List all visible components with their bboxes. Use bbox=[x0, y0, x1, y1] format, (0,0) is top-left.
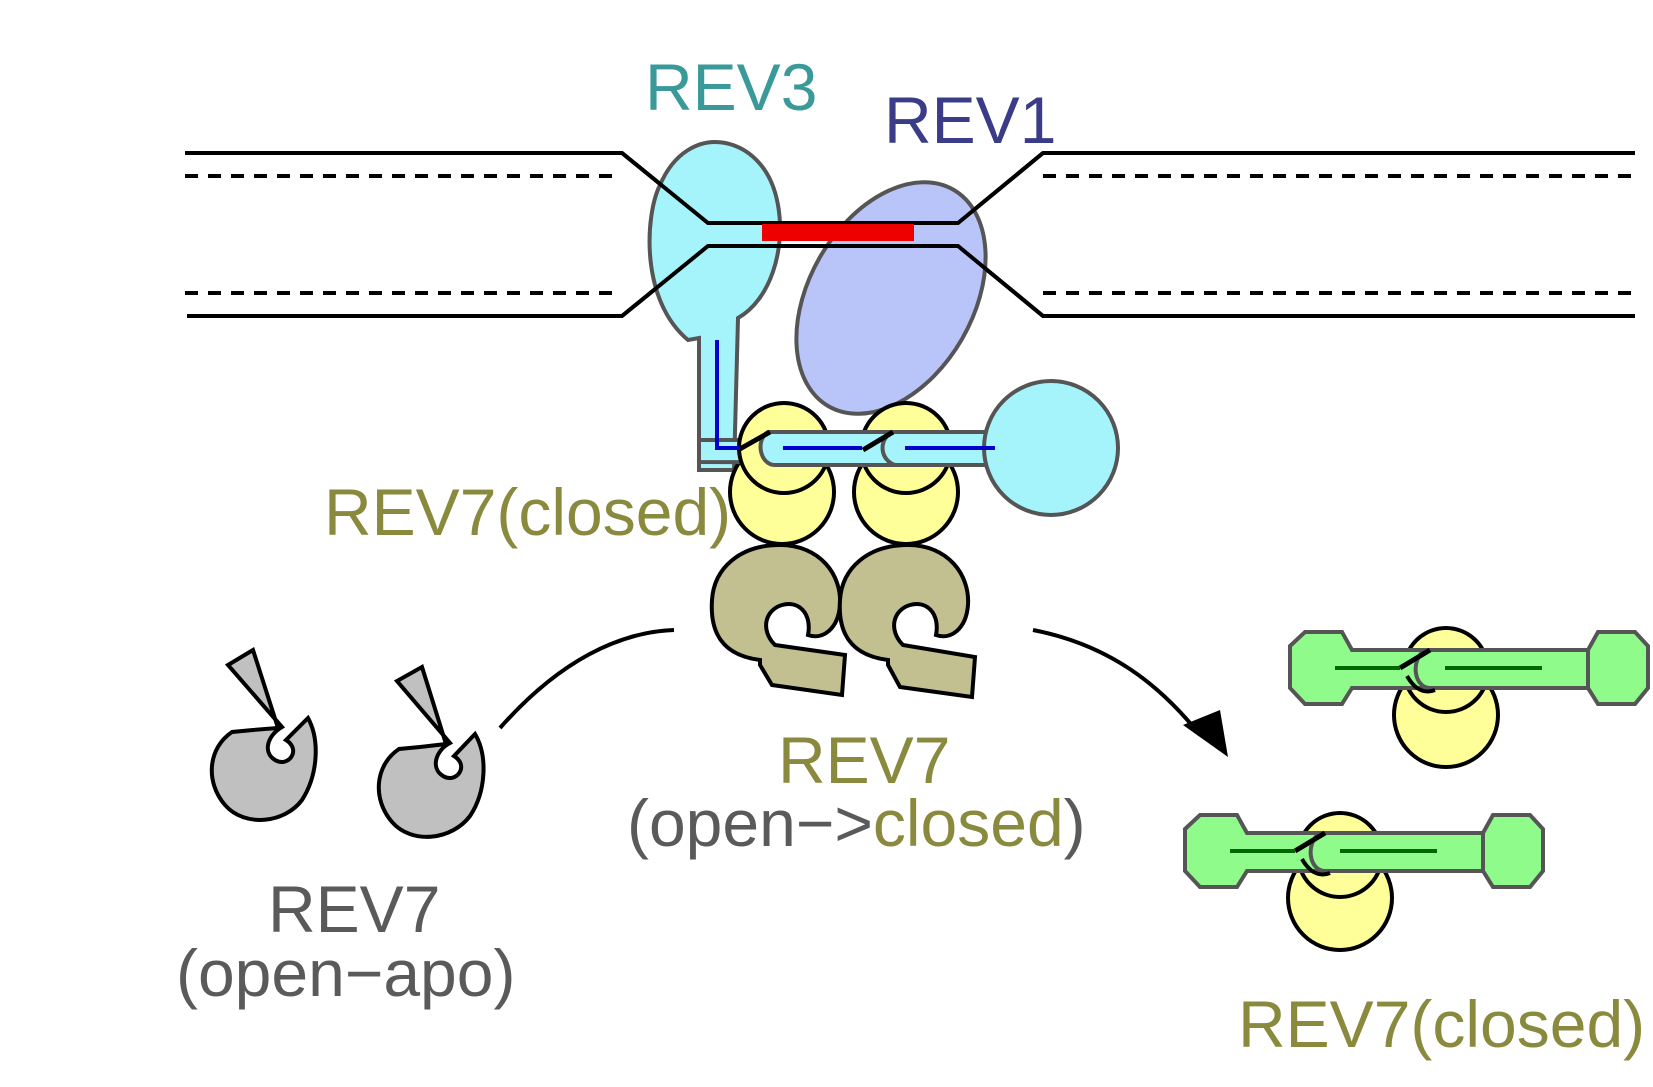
arrow-left-arc bbox=[498, 628, 675, 730]
conversion-arrow bbox=[498, 628, 1202, 737]
dna-inner-overlay bbox=[620, 151, 1045, 318]
rev7-transition-right bbox=[837, 542, 978, 700]
rev7-closed-dimer-top bbox=[697, 340, 1120, 546]
dna-lesion-red bbox=[762, 224, 914, 241]
label-rev7-transition-end: ) bbox=[1064, 786, 1086, 860]
seatbelt-strand bbox=[715, 340, 740, 450]
rev3-tail-terminal bbox=[982, 379, 1120, 517]
label-rev7-apo-line1: REV7 bbox=[268, 872, 440, 946]
arrow-right-arc bbox=[1032, 628, 1202, 737]
rev7-closed-green-bottom bbox=[1183, 811, 1545, 952]
rev1-body bbox=[794, 180, 988, 416]
rev7-transition-pair bbox=[709, 542, 978, 700]
label-rev7-apo-line2: (open−apo) bbox=[176, 936, 515, 1010]
label-rev7-closed-top: REV7(closed) bbox=[324, 475, 731, 549]
arrow-head bbox=[1183, 710, 1228, 757]
rev7-apo-left bbox=[209, 646, 318, 822]
rev7-apo-right bbox=[376, 664, 486, 839]
label-rev3: REV3 bbox=[645, 50, 817, 124]
rev7-transition-left bbox=[709, 542, 848, 698]
rev7-apo-pair bbox=[209, 646, 486, 839]
label-rev7-transition-open: (open−> bbox=[627, 786, 873, 860]
label-rev7-closed-bottom: REV7(closed) bbox=[1238, 987, 1645, 1061]
rev7-closed-green-top bbox=[1288, 626, 1650, 769]
label-rev7-transition-line1: REV7 bbox=[778, 723, 950, 797]
label-rev7-transition-line2: (open−>closed) bbox=[627, 786, 1086, 860]
label-rev7-transition-closed: closed bbox=[873, 786, 1064, 860]
label-rev1: REV1 bbox=[884, 83, 1056, 157]
